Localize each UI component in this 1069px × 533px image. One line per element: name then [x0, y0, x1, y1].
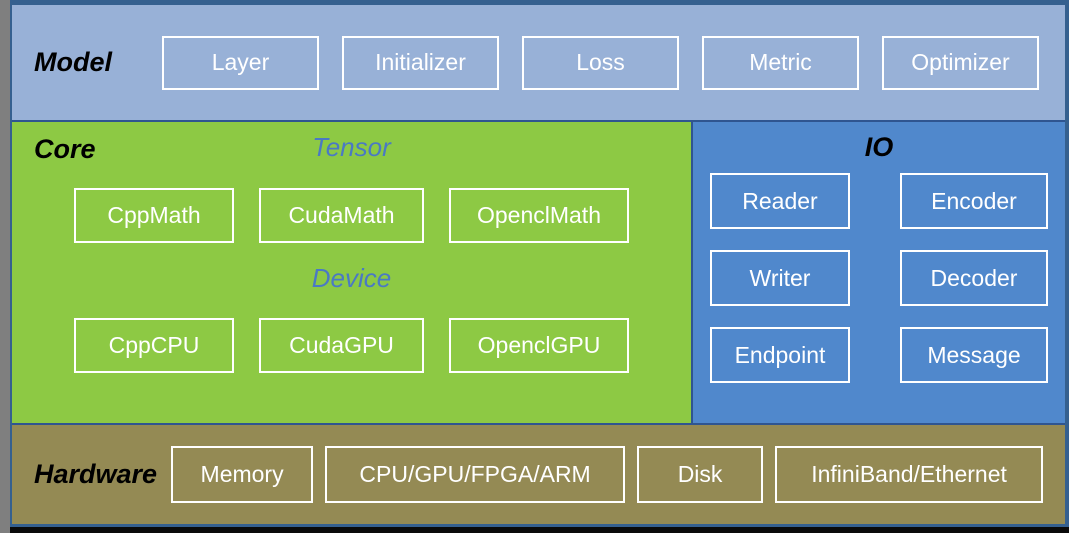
- section-hardware: Hardware Memory CPU/GPU/FPGA/ARM Disk In…: [12, 425, 1065, 524]
- section-model: Model Layer Initializer Loss Metric Opti…: [12, 5, 1065, 120]
- box-openclgpu: OpenclGPU: [449, 318, 629, 374]
- section-title-core: Core: [34, 134, 96, 164]
- middle-row: Core Tensor CppMath CudaMath OpenclMath …: [12, 122, 1065, 423]
- section-title-hardware: Hardware: [34, 459, 158, 489]
- box-initializer: Initializer: [342, 35, 499, 90]
- box-loss: Loss: [522, 35, 679, 90]
- device-box-row: CppCPU CudaGPU OpenclGPU: [12, 318, 691, 374]
- window-edge-left: [0, 0, 10, 533]
- box-metric: Metric: [702, 35, 859, 90]
- box-cpu-gpu-fpga-arm: CPU/GPU/FPGA/ARM: [325, 446, 626, 503]
- box-memory: Memory: [171, 446, 314, 503]
- io-box-grid: Reader Encoder Writer Decoder Endpoint M…: [693, 173, 1065, 383]
- box-cppmath: CppMath: [74, 187, 234, 243]
- box-layer: Layer: [162, 35, 319, 90]
- box-cppcpu: CppCPU: [74, 318, 234, 374]
- box-writer: Writer: [710, 250, 850, 306]
- box-infiniband-ethernet: InfiniBand/Ethernet: [775, 446, 1044, 503]
- model-box-row: Layer Initializer Loss Metric Optimizer: [162, 35, 1039, 90]
- window-edge-bottom: [10, 527, 1069, 533]
- section-core: Core Tensor CppMath CudaMath OpenclMath …: [12, 122, 691, 423]
- box-reader: Reader: [710, 173, 850, 229]
- box-endpoint: Endpoint: [710, 327, 850, 383]
- box-openclmath: OpenclMath: [449, 187, 629, 243]
- subsection-label-tensor: Tensor: [312, 132, 391, 162]
- subsection-label-device: Device: [311, 262, 392, 293]
- box-cudamath: CudaMath: [259, 187, 424, 243]
- architecture-diagram: Model Layer Initializer Loss Metric Opti…: [10, 0, 1069, 527]
- box-disk: Disk: [637, 446, 764, 503]
- tensor-box-row: CppMath CudaMath OpenclMath: [12, 187, 691, 243]
- box-message: Message: [900, 327, 1048, 383]
- box-encoder: Encoder: [900, 173, 1048, 229]
- section-title-io: IO: [864, 132, 894, 162]
- box-cudagpu: CudaGPU: [259, 318, 424, 374]
- section-title-model: Model: [34, 47, 112, 77]
- box-optimizer: Optimizer: [882, 35, 1039, 90]
- box-decoder: Decoder: [900, 250, 1048, 306]
- section-io: IO Reader Encoder Writer Decoder Endpoin…: [693, 122, 1065, 423]
